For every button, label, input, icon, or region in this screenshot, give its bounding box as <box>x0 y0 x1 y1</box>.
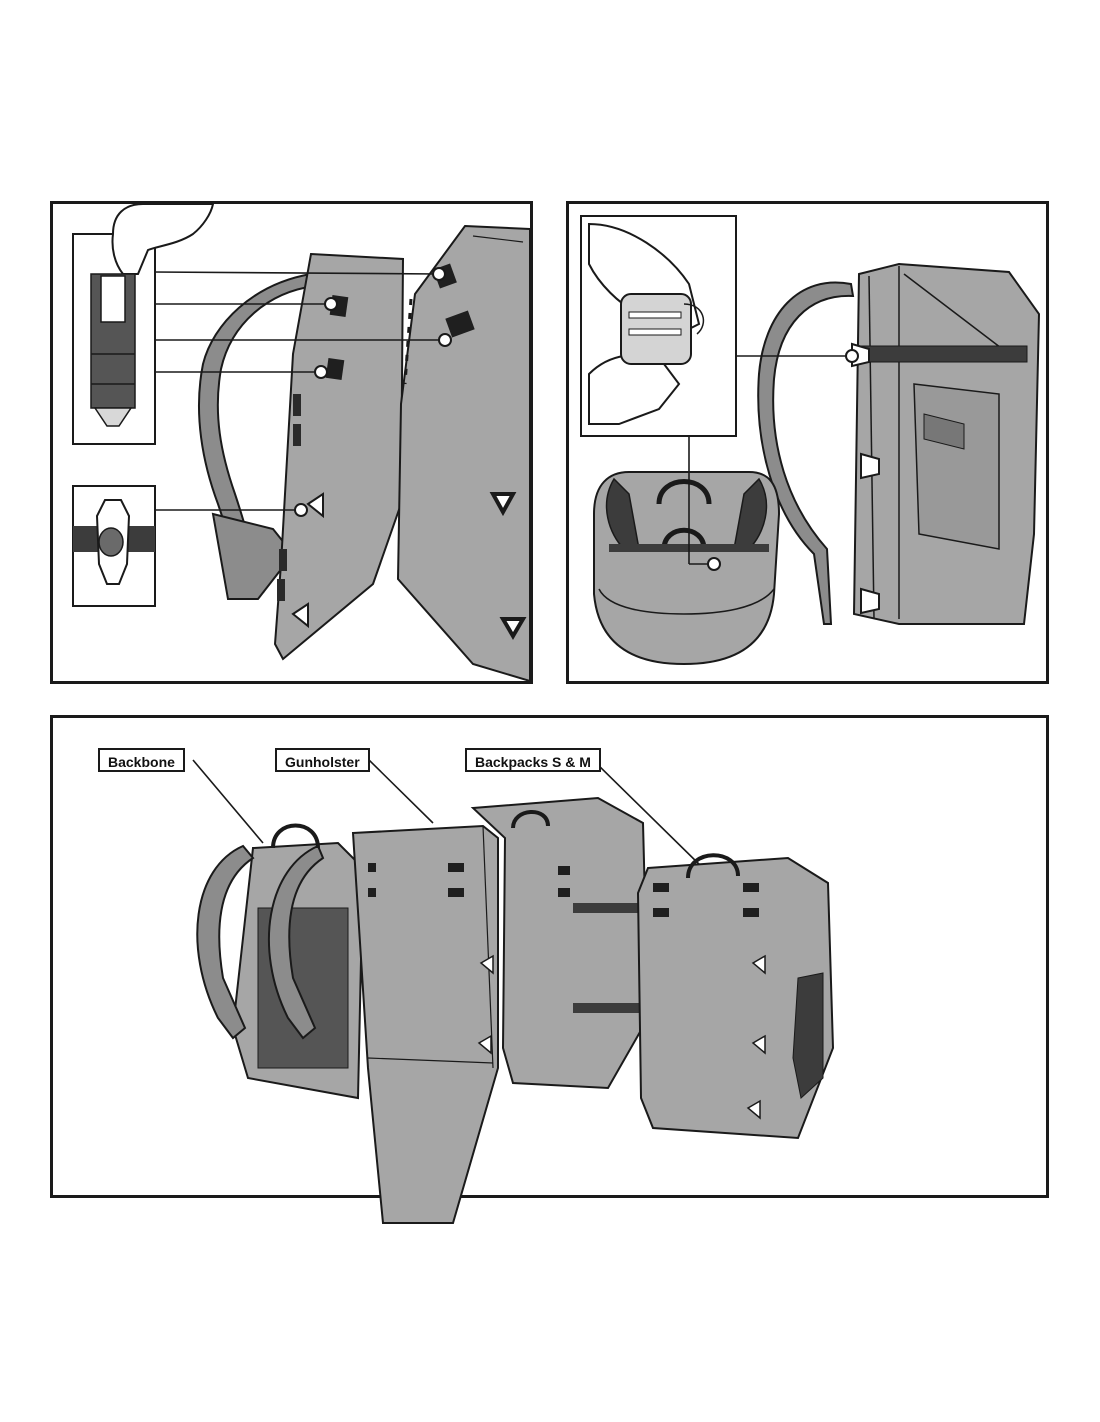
d-ring <box>751 1034 766 1055</box>
velcro-tab <box>448 863 464 872</box>
label-backbone: Backbone <box>98 748 185 772</box>
velcro-tab <box>368 863 376 872</box>
velcro-tab <box>653 883 669 892</box>
label-backpacks: Backpacks S & M <box>465 748 601 772</box>
panel-buckle-threading <box>566 201 1049 684</box>
velcro-tab <box>448 888 464 897</box>
shoulder-strap <box>268 844 325 1040</box>
d-ring <box>751 954 766 975</box>
panel-velcro-attachment <box>50 201 533 684</box>
panel-system-components: Backbone Gunholster Backpacks S & M <box>50 715 1049 1224</box>
velcro-tab <box>293 394 301 416</box>
buckle-threading-illustration <box>580 215 1041 666</box>
grab-handle <box>656 479 712 505</box>
label-gunholster: Gunholster <box>275 748 370 772</box>
velcro-tab <box>743 883 759 892</box>
velcro-tab <box>558 866 570 875</box>
backpack-panel <box>396 224 530 681</box>
grab-handle <box>686 853 740 879</box>
grab-handle <box>271 823 320 849</box>
backpack-m <box>470 796 650 1090</box>
d-ring <box>499 617 527 640</box>
shoulder-strap <box>196 844 255 1040</box>
mesh-pocket <box>792 972 824 1099</box>
velcro-tab <box>277 579 285 601</box>
velcro-tab <box>279 549 287 571</box>
velcro-attachment-illustration <box>72 204 530 681</box>
shoulder-strap <box>757 281 855 625</box>
backpack-top-view <box>593 471 781 666</box>
front-pocket <box>913 383 1000 550</box>
hand-icon <box>111 204 215 275</box>
velcro-tab <box>293 424 301 446</box>
buckle-clip <box>306 492 324 519</box>
buckle-clip <box>291 602 309 629</box>
velcro-tab <box>368 888 376 897</box>
gunholster-case <box>351 824 499 1224</box>
grab-handle <box>661 527 707 550</box>
d-ring <box>479 954 494 975</box>
buckle-clip <box>860 587 880 615</box>
buckle-clip <box>860 452 880 480</box>
d-ring <box>489 492 517 517</box>
compression-strap <box>573 1003 643 1013</box>
components-illustration <box>192 759 835 1224</box>
grab-handle <box>511 810 550 829</box>
d-ring <box>746 1099 761 1120</box>
d-ring <box>477 1034 492 1055</box>
velcro-tab <box>653 908 669 917</box>
velcro-tab <box>743 908 759 917</box>
shoulder-strap-lower <box>211 512 295 600</box>
velcro-tab <box>558 888 570 897</box>
compression-strap <box>573 903 643 913</box>
backpack-s <box>636 856 835 1140</box>
velcro-tab <box>445 310 475 338</box>
compression-strap <box>851 345 1028 363</box>
velcro-tab <box>325 357 345 381</box>
